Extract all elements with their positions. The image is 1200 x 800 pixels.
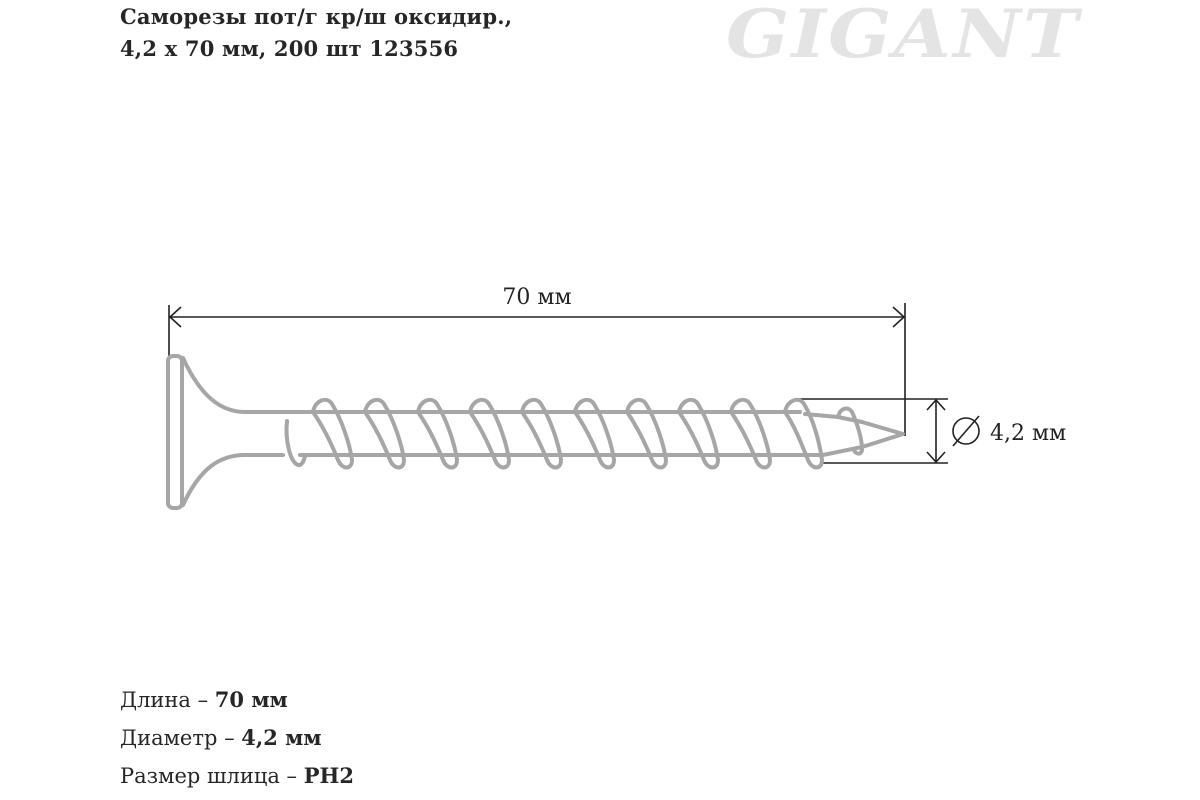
spec-diameter: Диаметр – 4,2 мм xyxy=(120,719,354,757)
length-dimension xyxy=(168,303,906,436)
product-title-line-2: 4,2 х 70 мм, 200 шт 123556 xyxy=(120,36,459,61)
product-title: Саморезы пот/г кр/ш оксидир., 4,2 х 70 м… xyxy=(120,1,512,65)
brand-logo: GIGANT xyxy=(726,0,1081,73)
spec-list: Длина – 70 мм Диаметр – 4,2 мм Размер шл… xyxy=(120,681,354,795)
spec-slot-size-value: PH2 xyxy=(303,763,354,788)
spec-diameter-value: 4,2 мм xyxy=(241,725,322,750)
length-label: 70 мм xyxy=(502,285,571,310)
diameter-dimension xyxy=(795,398,980,464)
thread-crests xyxy=(311,397,864,470)
diameter-label: 4,2 мм xyxy=(990,421,1066,446)
spec-diameter-label: Диаметр – xyxy=(120,726,242,750)
spec-slot-size: Размер шлица – PH2 xyxy=(120,757,354,795)
screw-icon xyxy=(166,354,905,510)
spec-slot-size-label: Размер шлица – xyxy=(120,764,304,788)
spec-length-label: Длина – xyxy=(120,688,215,712)
product-title-line-1: Саморезы пот/г кр/ш оксидир., xyxy=(120,4,513,29)
spec-length: Длина – 70 мм xyxy=(120,681,354,719)
spec-length-value: 70 мм xyxy=(214,687,288,712)
